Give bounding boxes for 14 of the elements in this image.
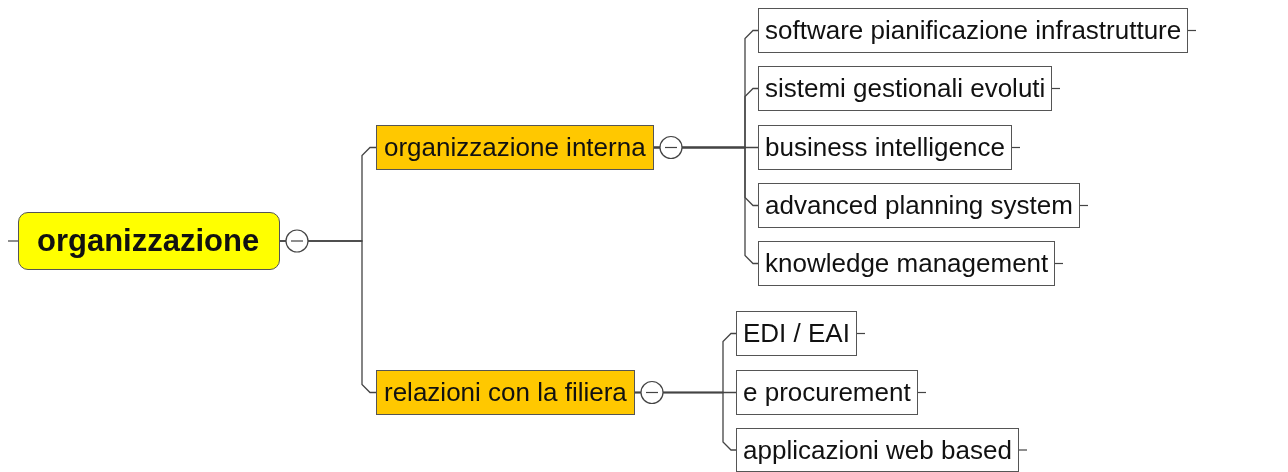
leaf-box: advanced planning system (758, 183, 1080, 228)
connector-line (653, 146, 759, 265)
subtopic-box: relazioni con la filiera (376, 370, 635, 415)
leaf-box: EDI / EAI (736, 311, 857, 356)
connector-line (634, 391, 737, 451)
subtopic-box: organizzazione interna (376, 125, 654, 170)
connector-line (279, 240, 377, 394)
leaf-box: business intelligence (758, 125, 1012, 170)
leaf-box: knowledge management (758, 241, 1056, 286)
leaf-box: software pianificazione infrastrutture (758, 8, 1189, 53)
topic-box: organizzazione (18, 212, 281, 270)
leaf-box: sistemi gestionali evoluti (758, 66, 1053, 111)
leaf-box: e procurement (736, 370, 918, 415)
leaf-box: applicazioni web based (736, 428, 1019, 472)
